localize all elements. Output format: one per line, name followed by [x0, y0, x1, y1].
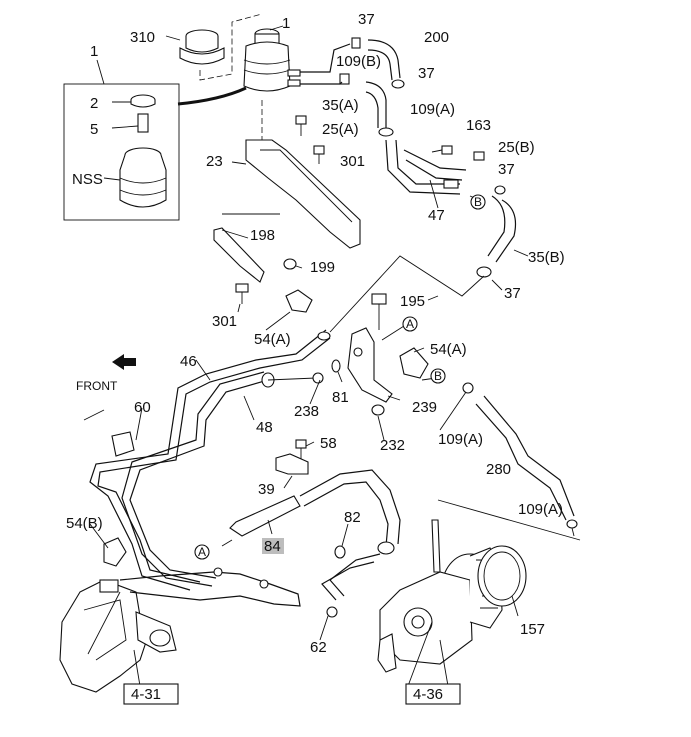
- bolt-25a: [295, 115, 307, 136]
- label-62: 62: [310, 639, 327, 656]
- label-35a: 35(A): [322, 97, 359, 114]
- label-37-d: 37: [504, 285, 521, 302]
- label-25b: 25(B): [498, 139, 535, 156]
- label-195: 195: [400, 293, 425, 310]
- label-163: 163: [466, 117, 491, 134]
- label-35b: 35(B): [528, 249, 565, 266]
- reservoir-cap-310: [179, 29, 225, 65]
- bolt-195: [371, 293, 387, 330]
- clamp-39: [275, 453, 309, 475]
- label-232: 232: [380, 437, 405, 454]
- label-37-top: 37: [358, 11, 375, 28]
- callout-b-top: B: [470, 194, 486, 210]
- svg-text:4-31: 4-31: [131, 686, 161, 703]
- svg-text:4-36: 4-36: [413, 686, 443, 703]
- label-301-top: 301: [340, 153, 365, 170]
- power-steering-pump: [377, 519, 503, 673]
- clamp-54a-left: [285, 289, 313, 313]
- label-54a-right: 54(A): [430, 341, 467, 358]
- label-5: 5: [90, 121, 98, 138]
- callout-b-mid: B: [430, 368, 446, 384]
- hose-280: [475, 395, 575, 521]
- svg-text:A: A: [406, 317, 414, 331]
- label-46: 46: [180, 353, 197, 370]
- svg-text:B: B: [474, 195, 482, 209]
- label-nss: NSS: [72, 171, 103, 188]
- label-81: 81: [332, 389, 349, 406]
- clamp-60: [111, 431, 135, 457]
- label-1-group: 1: [90, 43, 98, 60]
- hose-200: [367, 39, 401, 81]
- bracket-239: [347, 327, 393, 403]
- label-58: 58: [320, 435, 337, 452]
- callout-a-top: A: [402, 316, 418, 332]
- steering-gear-box: [59, 579, 177, 693]
- ref-box-steering[interactable]: 4-31: [123, 683, 179, 705]
- bracket-198: [213, 227, 265, 283]
- label-198: 198: [250, 227, 275, 244]
- hose-84: [229, 469, 401, 547]
- bolt-163: [431, 145, 453, 155]
- label-54a-left: 54(A): [254, 331, 291, 348]
- label-39: 39: [258, 481, 275, 498]
- bolt-301-bot: [235, 283, 249, 304]
- label-54b: 54(B): [66, 515, 103, 532]
- label-47: 47: [428, 207, 445, 224]
- label-238: 238: [294, 403, 319, 420]
- bracket-23: [245, 100, 361, 249]
- label-199: 199: [310, 259, 335, 276]
- bolt-58: [295, 439, 307, 460]
- label-front: FRONT: [76, 379, 118, 393]
- pressure-pipe-48: [121, 371, 269, 587]
- label-109a-top: 109(A): [410, 101, 455, 118]
- label-301-bot: 301: [212, 313, 237, 330]
- clamp-54b: [103, 537, 127, 567]
- label-84-highlight: [262, 538, 284, 554]
- label-200: 200: [424, 29, 449, 46]
- bolt-25b: [473, 151, 485, 161]
- label-310: 310: [130, 29, 155, 46]
- label-37-c: 37: [498, 161, 515, 178]
- label-157: 157: [520, 621, 545, 638]
- hose-35a: [365, 81, 387, 128]
- ref-box-pump[interactable]: 4-36: [405, 683, 461, 705]
- label-37-b: 37: [418, 65, 435, 82]
- label-239: 239: [412, 399, 437, 416]
- label-48: 48: [256, 419, 273, 436]
- label-23: 23: [206, 153, 223, 170]
- front-arrow-icon: [112, 354, 136, 370]
- clamp-54a-right: [399, 347, 429, 379]
- label-1-reservoir: 1: [282, 15, 290, 32]
- hose-35b: [487, 195, 517, 263]
- bolt-301-top: [313, 145, 325, 164]
- label-25a: 25(A): [322, 121, 359, 138]
- label-109a-mid: 109(A): [438, 431, 483, 448]
- label-280: 280: [486, 461, 511, 478]
- callout-a-bot: A: [194, 544, 210, 560]
- label-84: 84: [264, 538, 281, 555]
- label-60: 60: [134, 399, 151, 416]
- label-2: 2: [90, 95, 98, 112]
- label-82: 82: [344, 509, 361, 526]
- svg-text:B: B: [434, 369, 442, 383]
- reservoir-inset-box: [63, 83, 180, 221]
- svg-text:A: A: [198, 545, 206, 559]
- reservoir-tank-1: [243, 28, 301, 92]
- pressure-pipe-46: [89, 329, 331, 591]
- label-109b: 109(B): [336, 53, 381, 70]
- label-109a-bot: 109(A): [518, 501, 563, 518]
